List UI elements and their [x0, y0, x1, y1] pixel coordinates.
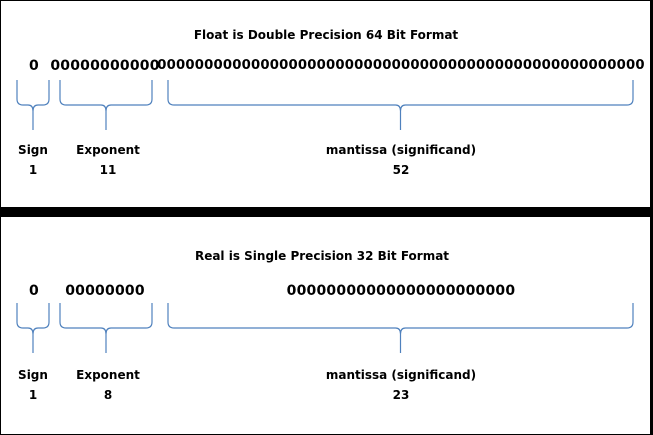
sign-count: 1 — [28, 163, 38, 177]
mantissa-bits: 00000000000000000000000 — [286, 283, 516, 299]
panel-title: Float is Double Precision 64 Bit Format — [193, 28, 459, 42]
sign-brace — [16, 303, 50, 353]
mantissa-count: 52 — [392, 163, 410, 177]
mantissa-bits: 0000000000000000000000000000000000000000… — [157, 58, 645, 73]
panel-title: Real is Single Precision 32 Bit Format — [194, 249, 450, 263]
sign-brace — [16, 80, 50, 130]
mantissa-brace — [167, 303, 634, 353]
exponent-brace — [59, 80, 153, 130]
sign-bits: 0 — [29, 283, 39, 299]
exponent-bits: 00000000 — [65, 283, 145, 299]
mantissa-label: mantissa (significand) — [325, 143, 477, 157]
mantissa-count: 23 — [392, 388, 410, 402]
sign-label: Sign — [18, 143, 48, 157]
mantissa-brace — [167, 80, 634, 130]
sign-label: Sign — [18, 368, 48, 382]
sign-count: 1 — [28, 388, 38, 402]
exponent-bits: 00000000000 — [50, 58, 160, 74]
panel-divider — [0, 207, 653, 217]
mantissa-label: mantissa (significand) — [325, 368, 477, 382]
sign-bits: 0 — [29, 58, 39, 74]
exponent-count: 8 — [103, 388, 113, 402]
exponent-label: Exponent — [76, 143, 140, 157]
exponent-count: 11 — [99, 163, 117, 177]
exponent-label: Exponent — [76, 368, 140, 382]
exponent-brace — [59, 303, 153, 353]
